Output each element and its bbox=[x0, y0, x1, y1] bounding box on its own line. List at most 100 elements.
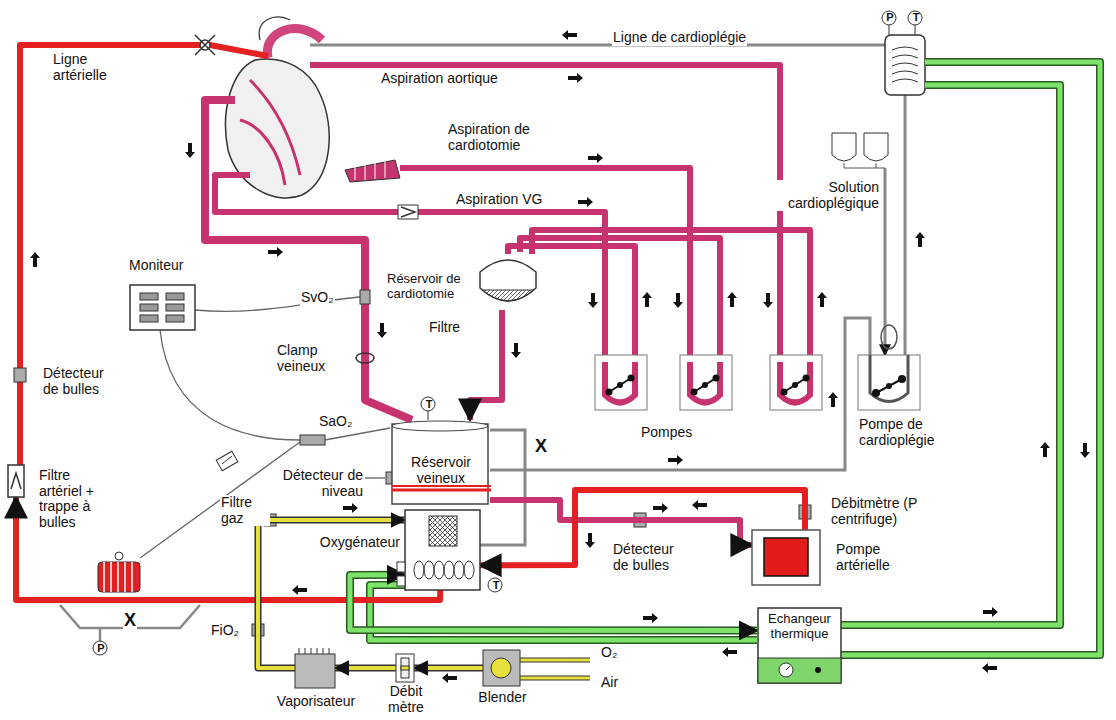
illustration-part bbox=[1040, 442, 1050, 457]
outline-part bbox=[815, 667, 821, 673]
part-label: Détecteur de bulles bbox=[612, 542, 690, 573]
outline-part bbox=[786, 666, 790, 670]
component-label: Oxygénateur bbox=[287, 535, 401, 551]
illustration-part bbox=[588, 293, 598, 308]
outline-part bbox=[396, 654, 414, 682]
gas-inlets bbox=[520, 660, 590, 678]
illustration-part bbox=[14, 368, 26, 382]
illustration-part bbox=[99, 628, 102, 641]
outline-part bbox=[881, 325, 897, 349]
illustration-part bbox=[268, 247, 283, 257]
gauge-letter: P bbox=[93, 642, 109, 654]
arterial-clamp bbox=[195, 35, 215, 55]
illustration-part bbox=[1080, 443, 1090, 458]
illustration-part bbox=[511, 343, 521, 358]
illustration-part bbox=[20, 45, 268, 465]
cardioplegia-solution-bags: Solution cardioplégique bbox=[830, 133, 890, 168]
illustration-part bbox=[222, 456, 232, 464]
outline-part bbox=[779, 663, 793, 677]
component-label: Vaporisateur bbox=[270, 694, 362, 710]
tubing-line bbox=[414, 666, 483, 670]
part-label: Filtre bbox=[428, 320, 461, 336]
illustration-part bbox=[520, 238, 720, 362]
part-label: Détecteur de bulles bbox=[42, 366, 120, 397]
illustration-part bbox=[885, 35, 925, 95]
part-label: Aspiration aortique bbox=[380, 71, 499, 87]
illustration-part bbox=[605, 362, 635, 403]
illustration-part bbox=[520, 660, 590, 678]
illustration-part bbox=[345, 160, 400, 182]
outline-part bbox=[392, 489, 491, 492]
outline-part bbox=[454, 561, 464, 579]
illustration-part bbox=[568, 73, 583, 83]
sensor bbox=[14, 290, 811, 636]
outline-part bbox=[140, 315, 158, 322]
illustration-part bbox=[360, 290, 370, 304]
illustration-part bbox=[673, 293, 683, 308]
clamp-mark: X bbox=[123, 610, 137, 630]
outline-part bbox=[464, 561, 474, 579]
gas-blender: Blender bbox=[483, 650, 520, 686]
outline-part bbox=[130, 285, 195, 330]
outline-part bbox=[401, 658, 409, 678]
part-label: Ligne artérielle bbox=[52, 52, 134, 83]
cardioplegia-pump: Pompe de cardioplégie bbox=[858, 355, 920, 410]
illustration-part bbox=[653, 503, 668, 513]
tubing-connector bbox=[335, 668, 396, 669]
illustration-part bbox=[401, 207, 415, 217]
venous-clamp bbox=[356, 353, 374, 363]
illustration-part bbox=[216, 451, 238, 470]
illustration-part bbox=[578, 197, 593, 207]
outline-part bbox=[764, 538, 808, 576]
component-label: Blender bbox=[471, 690, 534, 706]
illustration-part bbox=[828, 392, 838, 407]
arterial-filter: Filtre artériel + trappe à bulles bbox=[8, 465, 24, 497]
outline-part bbox=[299, 648, 329, 654]
illustration-part bbox=[205, 100, 412, 420]
tubing-line bbox=[490, 500, 752, 545]
outline-part bbox=[424, 561, 434, 579]
outline-part bbox=[405, 510, 480, 590]
illustration-part bbox=[784, 378, 806, 392]
part-label: Aspiration de cardiotomie bbox=[447, 122, 559, 153]
part-label: Filtre gaz bbox=[220, 495, 270, 526]
outline-part bbox=[392, 424, 488, 504]
outline-part bbox=[858, 355, 920, 410]
thermal-loop bbox=[370, 62, 1100, 655]
part-label: O₂ bbox=[600, 645, 618, 661]
outline-part bbox=[844, 163, 885, 168]
illustration-part bbox=[185, 143, 195, 158]
outline-part bbox=[414, 561, 474, 579]
gas-inlets-fill bbox=[520, 660, 590, 678]
part-label: Ligne de cardioplégie bbox=[612, 30, 747, 46]
part-label: SvO₂ bbox=[300, 290, 335, 306]
illustration-part bbox=[668, 455, 683, 465]
tubing-outline bbox=[335, 665, 396, 672]
illustration-part bbox=[377, 323, 387, 338]
outline-part bbox=[140, 293, 184, 322]
part-label: Aspiration VG bbox=[455, 192, 543, 208]
illustration-part bbox=[300, 435, 325, 445]
arterial-filter-outline bbox=[8, 465, 24, 497]
illustration-part bbox=[702, 382, 708, 388]
illustration-part bbox=[781, 389, 788, 396]
monitor: Moniteur bbox=[130, 285, 195, 330]
component-label: Moniteur bbox=[128, 258, 184, 274]
illustration-part bbox=[770, 355, 822, 410]
outline-part bbox=[295, 654, 335, 688]
component-label: Pompe de cardioplégie bbox=[858, 417, 970, 448]
tubing-connector bbox=[414, 668, 483, 669]
vaporizer-outline bbox=[295, 648, 335, 688]
illustration-part bbox=[370, 62, 1100, 655]
cardiotomy-sucker bbox=[345, 160, 400, 182]
gauge-letter: P bbox=[882, 11, 898, 23]
component-label: Réservoir veineux bbox=[400, 455, 482, 486]
oxygenator: Oxygénateur bbox=[405, 510, 480, 590]
roller-pumps bbox=[595, 355, 822, 410]
illustration-part bbox=[508, 246, 635, 362]
leader-line bbox=[365, 478, 385, 479]
illustration-part bbox=[356, 353, 374, 363]
illustration-part bbox=[400, 168, 690, 362]
illustration-part bbox=[115, 552, 123, 560]
venous-line bbox=[205, 100, 412, 420]
